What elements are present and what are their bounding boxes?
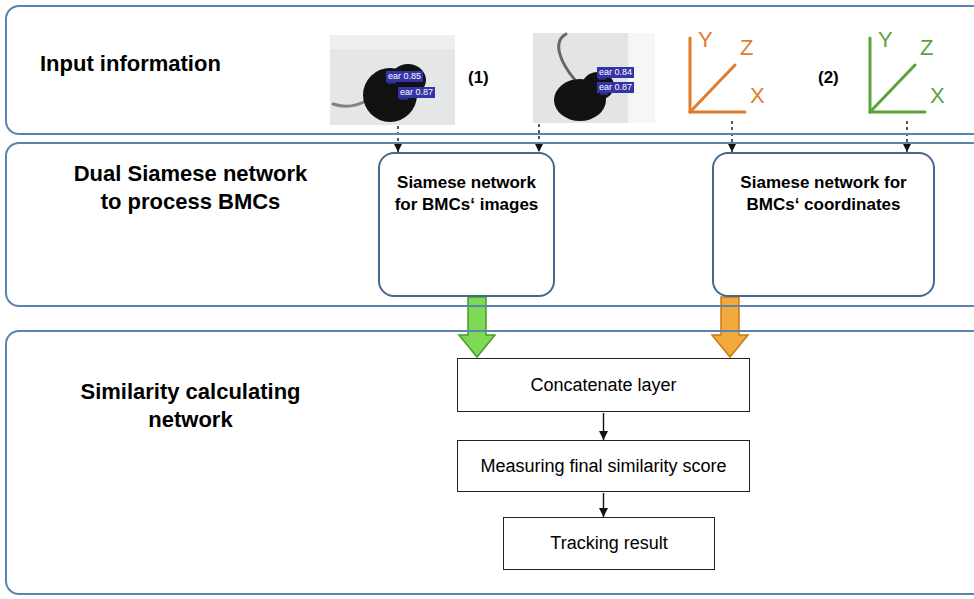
flow-arrow <box>603 493 604 517</box>
text-anchor: (2) <box>818 68 839 88</box>
rbox-text: Siamese network for BMCs‘ coordinates <box>724 172 923 216</box>
mouse-photo <box>533 33 655 123</box>
text-anchor: Z <box>740 36 753 60</box>
text-anchor: Y <box>698 28 713 52</box>
text-anchor: X <box>750 84 765 108</box>
text-anchor: ear 0.85 <box>386 65 423 83</box>
ear: ear 0.84 <box>597 67 634 78</box>
section-band: Concatenate layerMeasuring final similar… <box>5 330 974 595</box>
axis-letter: Z <box>920 36 933 60</box>
ear: ear 0.85 <box>386 71 423 82</box>
text-anchor: Z <box>920 36 933 60</box>
section-band: Siamese network for BMCs‘ images Siamese … <box>5 142 974 307</box>
mouse-image: ear 0.84 ear 0.87 <box>533 33 655 123</box>
callout-number: (2) <box>818 68 839 88</box>
text-anchor: Similarity calculating network <box>68 378 313 433</box>
box-text: Tracking result <box>550 532 667 555</box>
flow-arrow <box>731 121 732 152</box>
ear: ear 0.87 <box>597 82 634 93</box>
box-text: Measuring final similarity score <box>480 455 726 478</box>
text-anchor: X <box>930 84 945 108</box>
band-title: Similarity calculating network <box>68 378 313 433</box>
mouse-photo <box>330 35 455 125</box>
flow-arrow <box>397 126 398 152</box>
axis-letter: Y <box>698 28 713 52</box>
axis-letter: Z <box>740 36 753 60</box>
text-anchor: Input information <box>40 50 221 78</box>
text-anchor: ear 0.84 <box>597 61 634 79</box>
network-box: Siamese network for BMCs‘ images <box>378 152 555 297</box>
process-box: Tracking result <box>503 517 715 570</box>
rbox-text: Siamese network for BMCs‘ images <box>390 172 543 216</box>
process-box: Measuring final similarity score <box>457 440 750 492</box>
box-text: Concatenate layer <box>530 374 676 397</box>
process-box: Concatenate layer <box>457 358 750 412</box>
flow-arrow <box>538 124 539 152</box>
mouse-image: ear 0.85 ear 0.87 <box>330 35 455 125</box>
axes-figure: Y ZX <box>682 28 772 120</box>
axis-letter: X <box>930 84 945 108</box>
axis-letter: X <box>750 84 765 108</box>
text-anchor: Dual Siamese network to process BMCs <box>68 160 313 215</box>
band-title: Input information <box>40 50 221 78</box>
callout-number: (1) <box>468 68 489 88</box>
text-anchor: Y <box>878 28 893 52</box>
network-box: Siamese network for BMCs‘ coordinates <box>712 152 935 297</box>
text-anchor: ear 0.87 <box>597 76 634 94</box>
ear: ear 0.87 <box>398 87 435 98</box>
text-anchor: (1) <box>468 68 489 88</box>
flow-arrow <box>603 413 604 440</box>
axis-letter: Y <box>878 28 893 52</box>
axes-figure: Y ZX <box>862 28 952 120</box>
flow-arrow <box>906 121 907 152</box>
text-anchor: ear 0.87 <box>398 81 435 99</box>
band-title: Dual Siamese network to process BMCs <box>68 160 313 215</box>
